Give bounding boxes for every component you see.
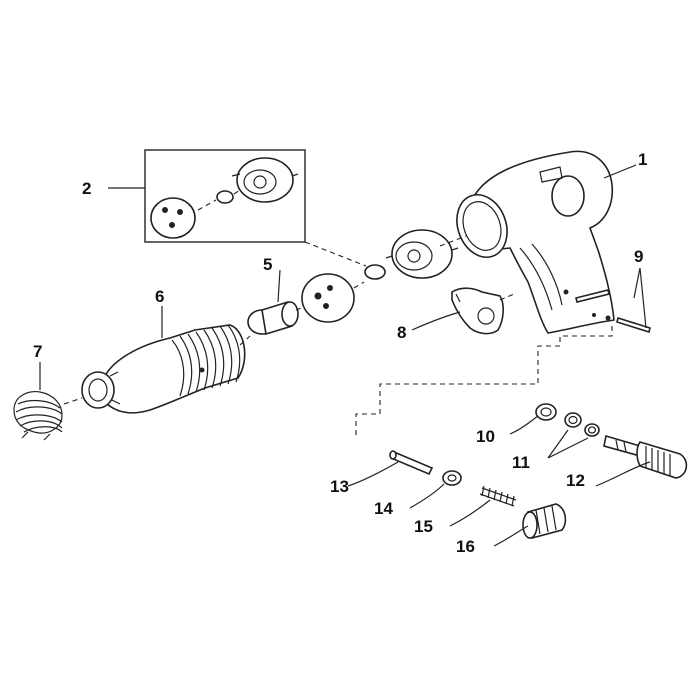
part-7-spring [13, 390, 83, 441]
part-14-washer [442, 470, 462, 486]
callout-label-13: 13 [330, 477, 349, 496]
part-15-spring [479, 485, 517, 507]
cylinder-disc [301, 273, 365, 323]
part-11-washers [564, 412, 600, 437]
callout-label-11: 11 [512, 453, 530, 472]
valve-assembly [364, 229, 467, 280]
inset-connector [304, 241, 367, 267]
callout-label-15: 15 [414, 517, 433, 536]
part-9-pins [563, 289, 651, 334]
callout-label-6: 6 [155, 287, 164, 306]
part-10-bushing [535, 403, 557, 421]
part-1-housing [456, 150, 615, 334]
part-12-throttle-valve [603, 434, 688, 479]
callout-label-9: 9 [634, 247, 643, 266]
callout-label-14: 14 [374, 499, 393, 518]
callout-label-7: 7 [33, 342, 42, 361]
callout-label-12: 12 [566, 471, 585, 490]
callout-label-8: 8 [397, 323, 406, 342]
part-5-piston [247, 301, 313, 336]
part-13-rod [389, 450, 434, 476]
part-6-barrel [81, 324, 251, 414]
callout-label-1: 1 [638, 150, 647, 169]
part-2-inset-box [144, 149, 306, 243]
part-16-cap [522, 503, 567, 540]
leader-lines [39, 164, 651, 547]
callout-label-10: 10 [476, 427, 495, 446]
callout-label-16: 16 [456, 537, 475, 556]
callout-label-2: 2 [82, 179, 91, 198]
callout-label-5: 5 [263, 255, 272, 274]
part-8-latch [451, 287, 515, 335]
